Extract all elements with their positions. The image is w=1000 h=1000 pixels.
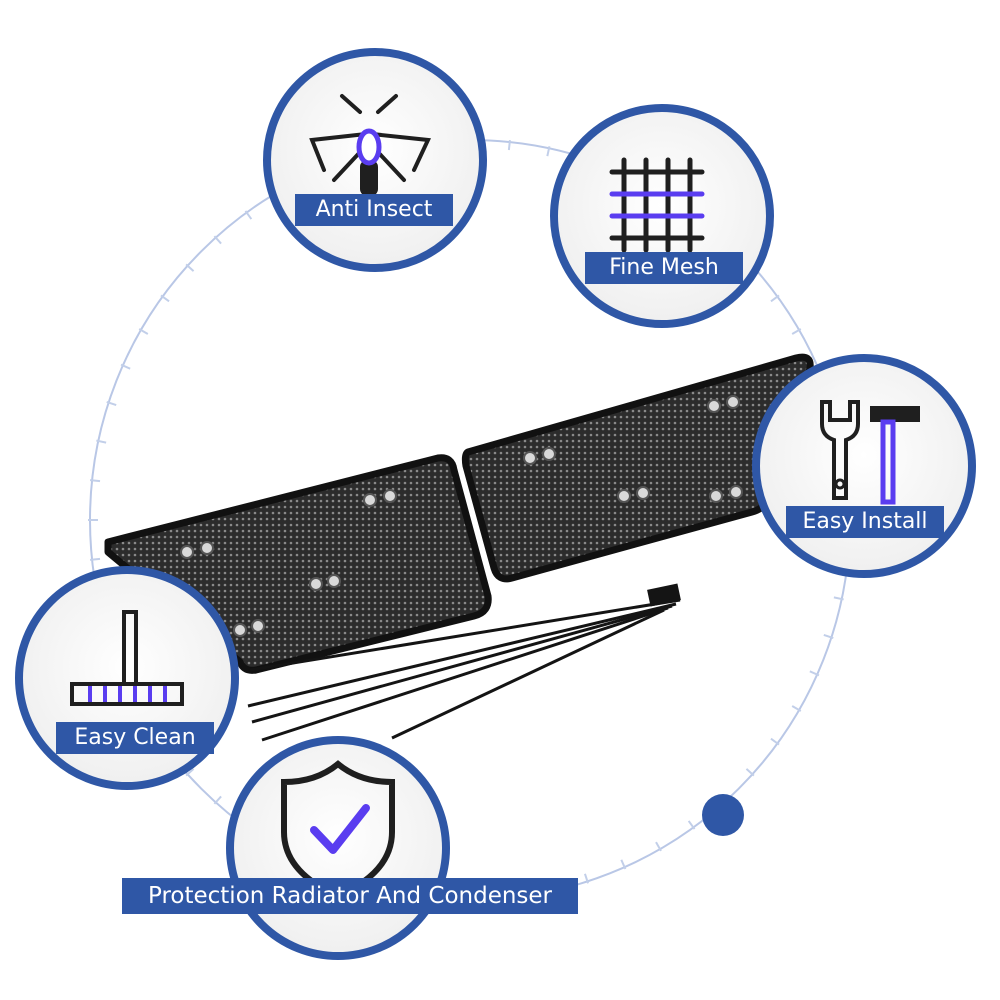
wrench-hammer-icon <box>820 400 920 505</box>
feature-label-fine-mesh: Fine Mesh <box>585 252 743 284</box>
mounting-holes <box>180 395 743 637</box>
orbit-tick <box>160 294 170 303</box>
orbit-tick <box>507 139 511 151</box>
feature-label-easy-clean: Easy Clean <box>56 722 214 754</box>
orbit-tick <box>96 439 107 444</box>
orbit-tick <box>213 795 222 805</box>
orbit-tick <box>106 401 117 406</box>
feature-label-easy-install: Easy Install <box>786 506 944 538</box>
orbit-tick <box>185 768 195 777</box>
orbit-tick <box>120 363 131 370</box>
orbit-tick <box>745 768 755 777</box>
mesh-grid-icon <box>609 157 705 253</box>
insect-icon <box>309 94 431 196</box>
orbit-tick <box>89 557 101 561</box>
orbit-tick <box>584 873 589 884</box>
feature-badge-protection <box>226 736 450 960</box>
orbit-tick <box>620 859 627 870</box>
feature-badge-anti-insect <box>263 48 487 272</box>
feature-label-anti-insect: Anti Insect <box>295 194 453 226</box>
orbit-tick <box>655 841 662 852</box>
orbit-tick <box>213 235 222 245</box>
feature-badge-fine-mesh <box>550 104 774 328</box>
orbit-tick <box>185 263 195 272</box>
orbit-tick <box>546 146 551 157</box>
orbit-tick <box>770 737 780 746</box>
feature-label-protection: Protection Radiator And Condenser <box>122 878 578 914</box>
orbit-tick <box>791 705 802 712</box>
orbit-tick <box>687 820 696 830</box>
cable-ties <box>247 583 681 742</box>
orbit-tick <box>244 210 253 220</box>
orbit-tick <box>809 670 820 677</box>
orbit-tick <box>823 634 834 639</box>
orbit-tick <box>138 328 149 335</box>
feature-badge-easy-install <box>752 354 976 578</box>
orbit-tick <box>833 596 844 601</box>
orbit-tick <box>791 328 802 335</box>
orbit-tick <box>89 479 101 483</box>
orbit-tick <box>770 294 780 303</box>
mesh-panel-right <box>461 353 814 583</box>
brush-icon <box>70 610 184 706</box>
orbit-dot <box>702 794 744 836</box>
